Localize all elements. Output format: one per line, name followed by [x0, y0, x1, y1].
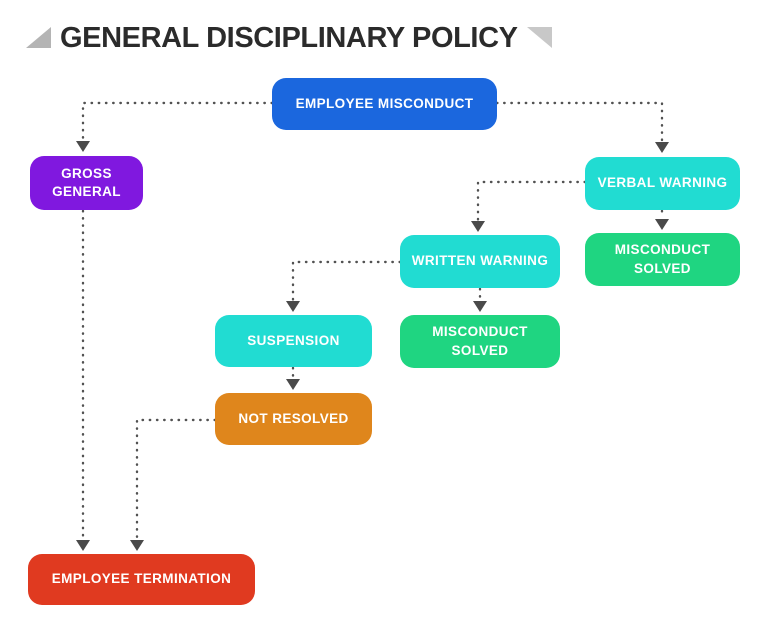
arrowhead-termination-left-icon	[76, 540, 90, 551]
triangle-right-icon	[526, 27, 552, 48]
node-misconduct-solved-mid: MISCONDUCT SOLVED	[400, 315, 560, 368]
node-misconduct-solved-right: MISCONDUCT SOLVED	[585, 233, 740, 286]
node-employee-misconduct: EMPLOYEE MISCONDUCT	[272, 78, 497, 130]
arrowhead-solved-mid-icon	[473, 301, 487, 312]
edge-written-suspension	[291, 260, 402, 302]
arrowhead-written-icon	[471, 221, 485, 232]
arrowhead-solved-right-icon	[655, 219, 669, 230]
arrowhead-verbal-icon	[655, 142, 669, 153]
arrowhead-notresolved-icon	[286, 379, 300, 390]
node-suspension: SUSPENSION	[215, 315, 372, 367]
arrowhead-suspension-icon	[286, 301, 300, 312]
node-written-warning: WRITTEN WARNING	[400, 235, 560, 288]
node-employee-termination: EMPLOYEE TERMINATION	[28, 554, 255, 605]
edge-verbal-written	[476, 180, 587, 222]
page-title: GENERAL DISCIPLINARY POLICY	[60, 22, 518, 54]
triangle-left-icon	[26, 27, 51, 48]
node-not-resolved: NOT RESOLVED	[215, 393, 372, 445]
node-gross-general: GROSS GENERAL	[30, 156, 143, 210]
arrowhead-termination-right-icon	[130, 540, 144, 551]
edge-misconduct-gross	[81, 101, 274, 142]
edge-misconduct-verbal	[495, 101, 664, 143]
node-verbal-warning: VERBAL WARNING	[585, 157, 740, 210]
title-row: GENERAL DISCIPLINARY POLICY	[26, 22, 552, 55]
arrowhead-gross-icon	[76, 141, 90, 152]
edge-notresolved-termination	[135, 418, 217, 541]
